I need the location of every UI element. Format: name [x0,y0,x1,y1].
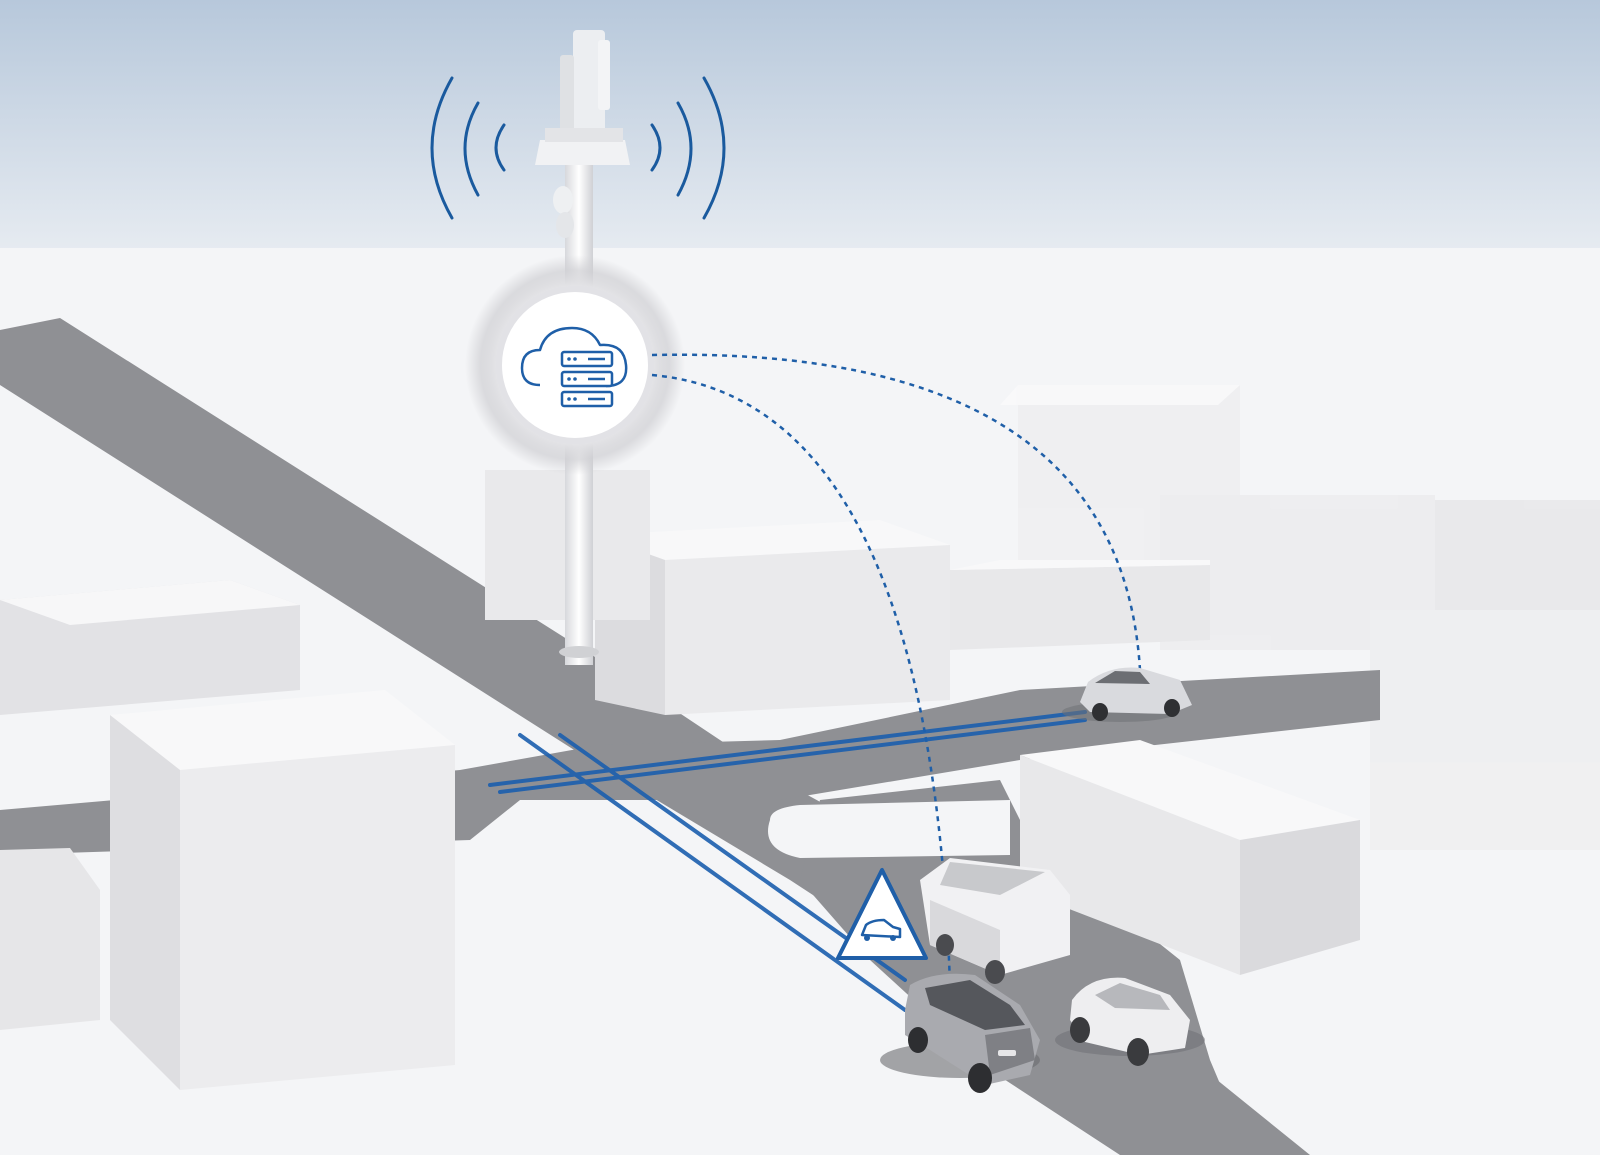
car-right-far [1062,667,1192,722]
signal-waves-right [650,76,726,220]
car-white [1055,977,1205,1066]
data-links [651,353,1142,986]
building-left-far [0,580,300,715]
cloud-server-badge [465,255,685,475]
building-left-small [0,848,100,1030]
background-buildings [1000,385,1600,850]
building-right-mid [950,560,1210,650]
van [920,858,1070,984]
cell-tower-icon [535,30,630,665]
building-left-front [110,690,455,1090]
data-link-to-left-car [651,373,952,986]
data-link-to-right-car [651,353,1142,671]
cloud-server-icon [520,326,628,408]
car-warning-icon [836,868,928,960]
sidewalk-island [768,800,1010,858]
building-right-front [1020,740,1360,975]
car-main [880,973,1040,1093]
signal-waves-left [430,76,506,220]
sky [0,0,1600,250]
